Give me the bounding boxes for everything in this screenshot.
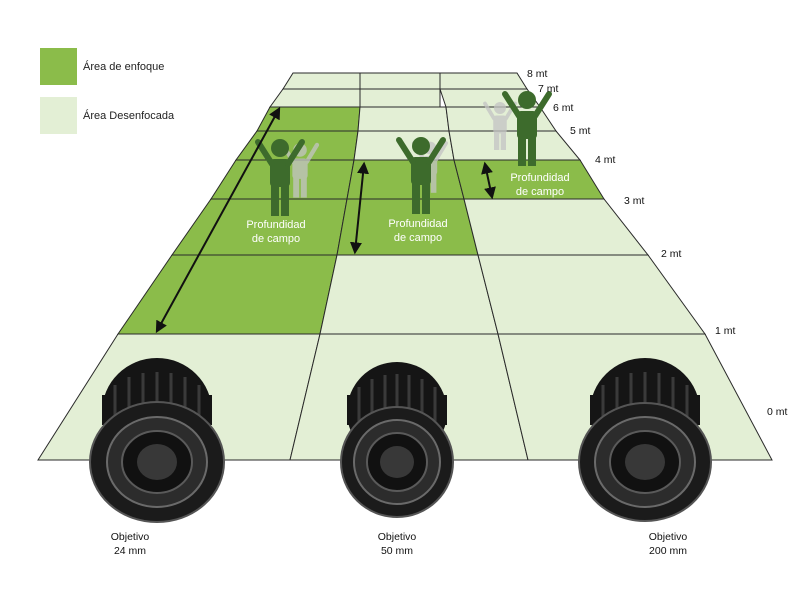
legend-focus-swatch xyxy=(40,48,77,85)
dof-arrows xyxy=(155,106,496,334)
dof-line1: Profundidad xyxy=(388,218,448,230)
distance-label: 1 mt xyxy=(715,325,736,337)
dof-label-50mm: Profundidad de campo xyxy=(363,217,473,245)
dof-line1: Profundidad xyxy=(246,219,306,231)
distance-label: 3 mt xyxy=(624,195,645,207)
dof-arrow-24mm xyxy=(155,106,281,334)
legend-focus-label: Área de enfoque xyxy=(83,60,165,73)
lens-focal: 50 mm xyxy=(380,545,414,557)
distance-label: 6 mt xyxy=(553,102,574,114)
distance-label: 4 mt xyxy=(595,154,616,166)
dof-line2: de campo xyxy=(393,232,443,244)
lens-focal: 200 mm xyxy=(649,545,687,557)
distance-label: 0 mt xyxy=(767,406,788,418)
lens-title: Objetivo xyxy=(648,531,688,543)
tile-unfocused xyxy=(282,72,361,90)
tile-unfocused xyxy=(319,254,499,335)
tile-unfocused xyxy=(439,72,528,90)
tile-unfocused xyxy=(269,88,361,108)
legend-unfocus-label: Área Desenfocada xyxy=(83,109,175,122)
dof-line2: de campo xyxy=(515,186,565,198)
lens-24mm-icon xyxy=(89,358,225,523)
lens-title: Objetivo xyxy=(377,531,417,543)
lenses xyxy=(89,358,712,523)
legend-unfocus-swatch xyxy=(40,97,77,134)
tile-unfocused xyxy=(463,198,650,256)
legend-unfocus: Área Desenfocada xyxy=(40,97,174,134)
distance-label: 7 mt xyxy=(538,83,559,95)
distance-label: 2 mt xyxy=(661,248,682,260)
dof-arrow-200mm xyxy=(481,161,496,200)
distance-label: 8 mt xyxy=(527,68,548,80)
person-icon xyxy=(502,91,552,166)
distance-label: 5 mt xyxy=(570,125,591,137)
dof-line2: de campo xyxy=(251,233,301,245)
tile-unfocused xyxy=(477,254,706,335)
lens-focal: 24 mm xyxy=(113,545,147,557)
legend-focus: Área de enfoque xyxy=(40,48,164,85)
lens-label-24mm: Objetivo 24 mm xyxy=(85,530,175,558)
dof-label-24mm: Profundidad de campo xyxy=(221,218,331,246)
lens-label-200mm: Objetivo 200 mm xyxy=(623,530,713,558)
dof-label-200mm: Profundidad de campo xyxy=(485,171,595,199)
tile-focused xyxy=(117,254,338,335)
lens-label-50mm: Objetivo 50 mm xyxy=(352,530,442,558)
dof-arrow-50mm xyxy=(350,161,369,255)
person-icon xyxy=(396,137,446,214)
lens-200mm-icon xyxy=(578,358,712,522)
dof-line1: Profundidad xyxy=(510,172,570,184)
tile-unfocused xyxy=(359,88,441,108)
tile-unfocused xyxy=(448,130,582,161)
tile-unfocused xyxy=(357,106,450,132)
tile-unfocused xyxy=(359,72,441,90)
lens-title: Objetivo xyxy=(110,531,150,543)
lens-50mm-icon xyxy=(340,362,454,518)
